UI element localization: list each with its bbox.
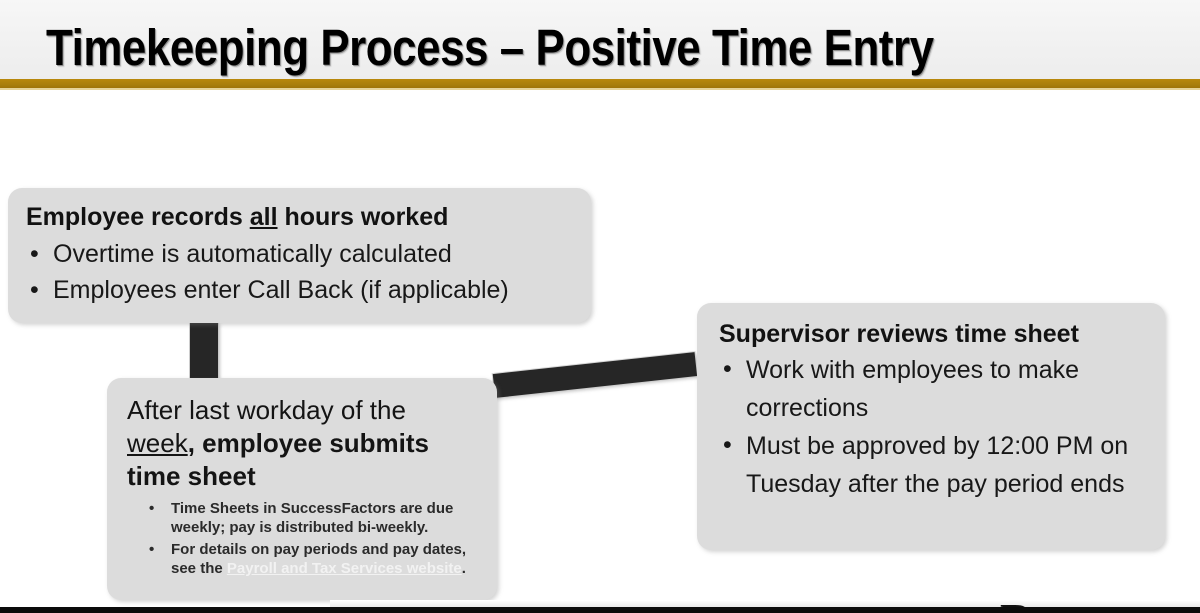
list-item: Time Sheets in SuccessFactors are due we… <box>127 499 477 537</box>
sub-bullet-text: Time Sheets in SuccessFactors are due we… <box>171 500 454 536</box>
card-submit-heading-bold: employee submits time sheet <box>127 428 430 491</box>
connector-employee-to-submit <box>190 322 218 380</box>
payroll-tax-services-link[interactable]: Payroll and Tax Services website <box>226 560 462 577</box>
sub-bullet-text-after: . <box>461 560 466 577</box>
footer-rule <box>0 607 1200 613</box>
gold-divider-bar <box>0 79 1200 88</box>
title-band <box>0 0 1200 79</box>
card-submit-heading: After last workday of the week, employee… <box>127 394 477 493</box>
card-employee-heading-before: Employee records <box>26 203 250 231</box>
list-item: Overtime is automatically calculated <box>26 236 573 272</box>
card-employee-heading-after: hours worked <box>277 203 449 231</box>
gold-hairline <box>0 88 1200 90</box>
card-submit-heading-regular: After last workday of the <box>127 395 406 425</box>
list-item: Work with employees to make corrections <box>719 351 1145 427</box>
card-supervisor-heading: Supervisor reviews time sheet <box>719 320 1079 348</box>
list-item: For details on pay periods and pay dates… <box>127 540 477 578</box>
card-employee-bullets: Overtime is automatically calculated Emp… <box>26 236 573 308</box>
card-submit-sub-bullets: Time Sheets in SuccessFactors are due we… <box>127 499 477 578</box>
card-employee-heading: Employee records all hours worked <box>26 202 573 232</box>
list-item: Must be approved by 12:00 PM on Tuesday … <box>719 427 1145 503</box>
card-supervisor-reviews: Supervisor reviews time sheet Work with … <box>697 303 1165 550</box>
card-employee-heading-underlined: all <box>249 203 278 231</box>
card-employee-submits: After last workday of the week, employee… <box>107 378 497 600</box>
list-item: Employees enter Call Back (if applicable… <box>26 272 573 308</box>
card-submit-heading-comma: , <box>187 428 203 458</box>
footer-shade <box>330 600 1200 607</box>
card-submit-heading-underlined: week <box>127 428 188 458</box>
card-employee-records: Employee records all hours worked Overti… <box>8 188 591 323</box>
header-underspace <box>0 90 1200 96</box>
sub-bullet-text: For details on pay periods and pay dates… <box>171 541 467 577</box>
connector-submit-to-supervisor <box>492 352 698 398</box>
card-supervisor-bullets: Work with employees to make corrections … <box>719 351 1145 503</box>
page-title: Timekeeping Process – Positive Time Entr… <box>46 19 934 76</box>
